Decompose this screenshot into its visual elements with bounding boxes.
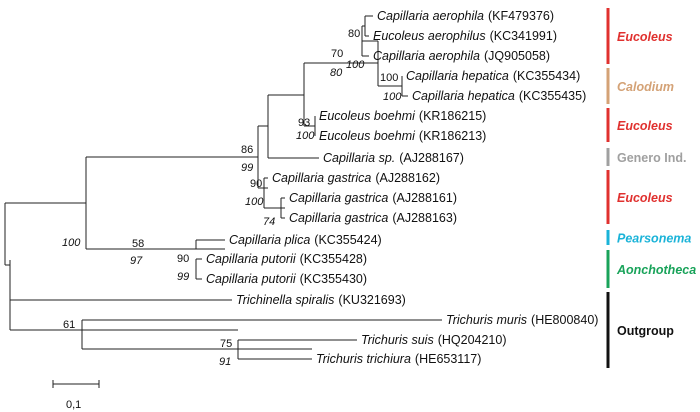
taxon-label: Capillaria sp. (AJ288167) bbox=[323, 151, 464, 165]
taxon-species: Eucoleus boehmi bbox=[319, 129, 416, 143]
clade-label: Pearsonema bbox=[617, 232, 691, 246]
taxon-label: Capillaria plica (KC355424) bbox=[229, 233, 382, 247]
support-value: 91 bbox=[219, 356, 231, 368]
taxon-species: Capillaria aerophila bbox=[377, 9, 484, 23]
clade-label: Genero Ind. bbox=[617, 151, 686, 165]
taxon-species: Eucoleus aerophilus bbox=[373, 29, 486, 43]
support-value: 80 bbox=[348, 28, 360, 40]
clade-label: Eucoleus bbox=[617, 30, 673, 44]
taxon-accession: (AJ288161) bbox=[392, 191, 457, 205]
taxon-label: Capillaria hepatica (KC355434) bbox=[406, 69, 580, 83]
taxon-accession: (AJ288167) bbox=[399, 151, 464, 165]
support-value: 74 bbox=[263, 216, 275, 228]
support-value: 100 bbox=[245, 196, 264, 208]
taxon-species: Capillaria putorii bbox=[206, 272, 297, 286]
support-value: 86 bbox=[241, 144, 253, 156]
taxon-label: Capillaria aerophila (JQ905058) bbox=[373, 49, 550, 63]
taxon-accession: (HE653117) bbox=[415, 352, 481, 366]
taxon-accession: (JQ905058) bbox=[484, 49, 550, 63]
taxon-accession: (KC355424) bbox=[314, 233, 381, 247]
taxon-accession: (KC355435) bbox=[519, 89, 586, 103]
scale-bar-label: 0,1 bbox=[66, 399, 81, 411]
taxon-label: Capillaria gastrica (AJ288161) bbox=[289, 191, 457, 205]
clade-label: Eucoleus bbox=[617, 191, 673, 205]
taxon-accession: (KC355428) bbox=[300, 252, 367, 266]
taxon-species: Capillaria hepatica bbox=[406, 69, 509, 83]
taxon-labels: Capillaria aerophila(KF479376)Eucoleus a… bbox=[206, 9, 598, 366]
taxon-label: Trichuris suis (HQ204210) bbox=[361, 333, 507, 347]
support-value: 80 bbox=[330, 67, 343, 79]
clade-label: Outgroup bbox=[617, 324, 674, 338]
support-value: 75 bbox=[220, 338, 232, 350]
taxon-label: Eucoleus boehmi(KR186215) bbox=[319, 109, 486, 123]
taxon-accession: (KF479376) bbox=[488, 9, 554, 23]
taxon-species: Capillaria gastrica bbox=[272, 171, 371, 185]
tree-branches bbox=[4, 15, 442, 360]
support-value: 99 bbox=[177, 271, 189, 283]
taxon-accession: (HE800840) bbox=[531, 313, 598, 327]
taxon-species: Trichuris trichiura bbox=[316, 352, 411, 366]
support-value: 97 bbox=[130, 255, 143, 267]
taxon-label: Eucoleus boehmi(KR186213) bbox=[319, 129, 486, 143]
taxon-label: Trichuris trichiura (HE653117) bbox=[316, 352, 481, 366]
support-value: 93 bbox=[298, 117, 310, 129]
taxon-label: Trichuris muris (HE800840) bbox=[446, 313, 598, 327]
taxon-species: Eucoleus boehmi bbox=[319, 109, 416, 123]
taxon-species: Capillaria gastrica bbox=[289, 211, 388, 225]
taxon-species: Trichinella spiralis bbox=[236, 293, 334, 307]
taxon-label: Eucoleus aerophilus (KC341991) bbox=[373, 29, 557, 43]
taxon-accession: (AJ288162) bbox=[375, 171, 440, 185]
support-value: 58 bbox=[132, 238, 144, 250]
taxon-species: Capillaria sp. bbox=[323, 151, 395, 165]
support-value: 100 bbox=[62, 237, 81, 249]
support-value: 100 bbox=[296, 130, 315, 142]
clade-label: Calodium bbox=[617, 80, 674, 94]
clade-label: Aonchotheca bbox=[616, 263, 696, 277]
taxon-label: Capillaria gastrica (AJ288162) bbox=[272, 171, 440, 185]
taxon-accession: (KC355434) bbox=[513, 69, 580, 83]
support-value: 90 bbox=[177, 253, 189, 265]
taxon-accession: (KC341991) bbox=[490, 29, 557, 43]
taxon-label: Capillaria putorii(KC355428) bbox=[206, 252, 367, 266]
clade-label: Eucoleus bbox=[617, 119, 673, 133]
taxon-species: Capillaria hepatica bbox=[412, 89, 515, 103]
taxon-species: Trichuris suis bbox=[361, 333, 434, 347]
taxon-accession: (HQ204210) bbox=[438, 333, 507, 347]
taxon-accession: (KC355430) bbox=[300, 272, 367, 286]
taxon-accession: (KR186213) bbox=[419, 129, 486, 143]
taxon-species: Capillaria gastrica bbox=[289, 191, 388, 205]
taxon-label: Capillaria putorii(KC355430) bbox=[206, 272, 367, 286]
support-value: 99 bbox=[241, 162, 253, 174]
taxon-accession: (KR186215) bbox=[419, 109, 486, 123]
taxon-species: Capillaria aerophila bbox=[373, 49, 480, 63]
support-value: 90 bbox=[250, 178, 262, 190]
support-value: 61 bbox=[63, 319, 75, 331]
taxon-species: Capillaria putorii bbox=[206, 252, 297, 266]
support-value: 100 bbox=[380, 72, 398, 84]
taxon-accession: (KU321693) bbox=[338, 293, 405, 307]
taxon-species: Capillaria plica bbox=[229, 233, 310, 247]
taxon-species: Trichuris muris bbox=[446, 313, 527, 327]
support-value: 100 bbox=[383, 91, 402, 103]
taxon-label: Capillaria hepatica (KC355435) bbox=[412, 89, 586, 103]
support-value: 70 bbox=[331, 48, 343, 60]
taxon-label: Trichinella spiralis (KU321693) bbox=[236, 293, 406, 307]
taxon-label: Capillaria aerophila (KF479376) bbox=[377, 9, 554, 23]
support-value: 100 bbox=[346, 59, 365, 71]
taxon-accession: (AJ288163) bbox=[392, 211, 457, 225]
scale-bar: 0,1 bbox=[52, 380, 100, 411]
taxon-label: Capillaria gastrica (AJ288163) bbox=[289, 211, 457, 225]
